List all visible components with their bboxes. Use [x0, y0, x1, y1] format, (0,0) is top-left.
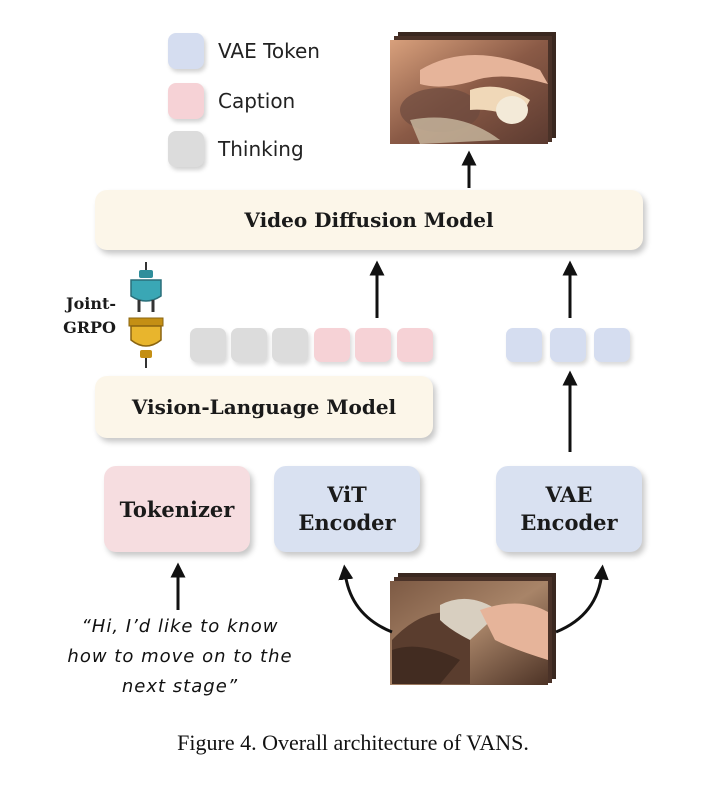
user-query-line2: how to move on to the — [67, 646, 293, 667]
vision-language-model-box: Vision-Language Model — [95, 376, 433, 438]
vae-encoder-label-line1: VAE — [545, 482, 593, 507]
legend-label-thinking: Thinking — [218, 137, 304, 161]
legend-label-vae-token: VAE Token — [218, 39, 320, 63]
caption-token — [397, 328, 433, 362]
user-query-line3: next stage” — [121, 676, 239, 697]
video-diffusion-model-label: Video Diffusion Model — [244, 208, 494, 232]
vit-encoder-box: ViT Encoder — [274, 466, 420, 552]
caption-token — [355, 328, 391, 362]
thinking-token — [190, 328, 226, 362]
arrow-image-to-vae-encoder — [555, 564, 609, 634]
vae-token — [550, 328, 586, 362]
joint-grpo-line1: Joint- — [66, 294, 116, 313]
thinking-token — [231, 328, 267, 362]
tokenizer-box: Tokenizer — [104, 466, 250, 552]
video-diffusion-model-box: Video Diffusion Model — [95, 190, 643, 250]
vae-encoder-label-line2: Encoder — [520, 510, 618, 535]
legend-swatch-thinking — [168, 131, 204, 167]
user-query-line1: “Hi, I’d like to know — [81, 616, 279, 637]
output-video-frames-image — [390, 32, 556, 144]
joint-grpo-label: Joint- GRPO — [56, 292, 116, 340]
vae-encoder-box: VAE Encoder — [496, 466, 642, 552]
user-query-text: “Hi, I’d like to know how to move on to … — [40, 612, 320, 702]
thinking-token — [272, 328, 308, 362]
joint-grpo-line2: GRPO — [63, 318, 116, 337]
tokenizer-label: Tokenizer — [119, 496, 235, 522]
legend-label-caption: Caption — [218, 89, 296, 113]
arrow-image-to-vit — [338, 564, 393, 634]
caption-token — [314, 328, 350, 362]
vision-language-model-label: Vision-Language Model — [131, 395, 397, 419]
input-video-frames-image — [390, 573, 556, 685]
figure-caption: Figure 4. Overall architecture of VANS. — [177, 730, 529, 755]
vae-token — [594, 328, 630, 362]
vit-encoder-label-line1: ViT — [327, 482, 367, 507]
legend-swatch-caption — [168, 83, 204, 119]
plug-icon — [128, 262, 164, 368]
legend-swatch-vae-token — [168, 33, 204, 69]
vae-token — [506, 328, 542, 362]
vit-encoder-label-line2: Encoder — [298, 510, 396, 535]
